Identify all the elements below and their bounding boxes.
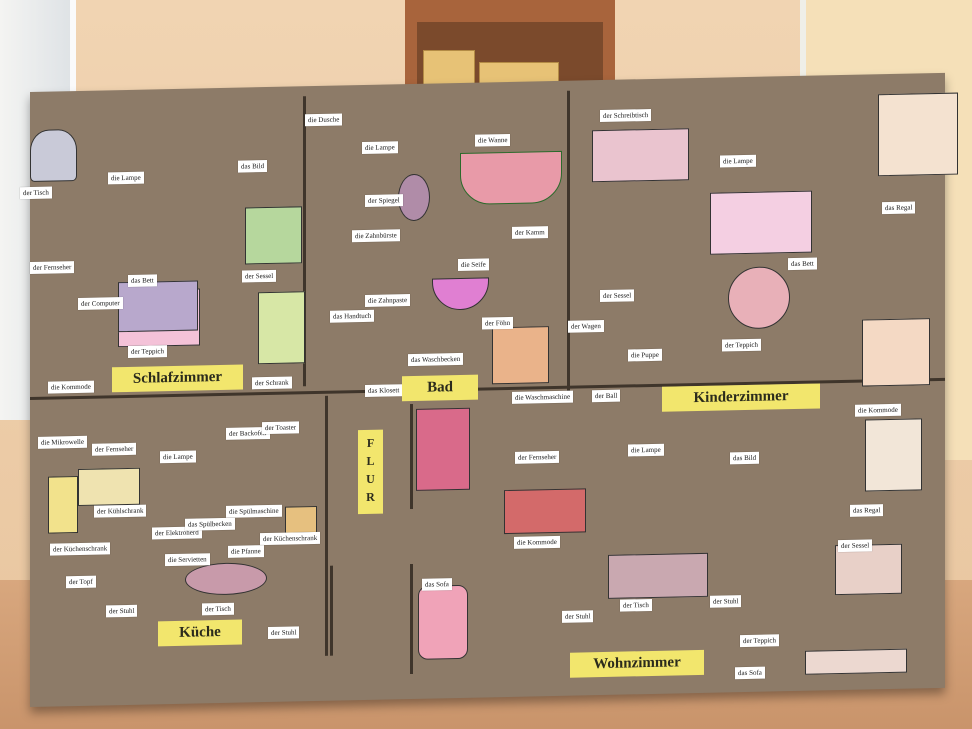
label-bild: das Bild bbox=[238, 160, 268, 173]
label-mikrowelle: die Mikrowelle bbox=[38, 435, 87, 449]
sofa-drawing bbox=[418, 584, 468, 660]
divider bbox=[410, 563, 413, 675]
shelf-drawing bbox=[878, 92, 958, 177]
label-kommode: die Kommode bbox=[855, 403, 901, 417]
label-spiegel: der Spiegel bbox=[365, 194, 403, 207]
label-wagen: der Wagen bbox=[568, 319, 604, 333]
kitchen-table-drawing bbox=[185, 562, 267, 596]
room-name-kinderzimmer: Kinderzimmer bbox=[662, 383, 820, 412]
label-seife: die Seife bbox=[458, 258, 489, 272]
label-fernseher: der Fernseher bbox=[30, 261, 75, 274]
label-topf: der Topf bbox=[66, 575, 96, 589]
label-kuechenschrank: der Küchenschrank bbox=[260, 531, 321, 546]
label-dusche: die Dusche bbox=[305, 113, 343, 127]
label-sofa: das Sofa bbox=[422, 578, 452, 591]
label-tisch: der Tisch bbox=[202, 602, 234, 616]
label-kamm: der Kamm bbox=[512, 226, 548, 239]
kitchen-cabinet-drawing bbox=[78, 467, 140, 506]
label-fernseher: der Fernseher bbox=[92, 442, 137, 456]
label-bett: das Bett bbox=[788, 257, 817, 271]
kids-bed-drawing bbox=[710, 190, 812, 255]
house-board: der Tisch die Lampe das Bild der Fernseh… bbox=[20, 72, 958, 707]
label-sessel: der Sessel bbox=[242, 269, 277, 283]
bathtub-drawing bbox=[460, 150, 562, 205]
label-handtuch: das Handtuch bbox=[330, 309, 375, 323]
label-kuehlschrank: der Kühlschrank bbox=[94, 504, 147, 518]
couch-drawing bbox=[805, 648, 907, 675]
label-schrank: der Schrank bbox=[252, 376, 292, 390]
label-zahnpaste: die Zahnpaste bbox=[365, 294, 411, 307]
room-name-schlafzimmer: Schlafzimmer bbox=[112, 364, 243, 393]
label-sessel: der Sessel bbox=[600, 289, 635, 303]
bookshelf-drawing bbox=[865, 418, 922, 492]
label-lampe: die Lampe bbox=[362, 141, 398, 155]
label-waschmaschine: die Waschmaschine bbox=[512, 390, 574, 404]
rug-drawing bbox=[118, 280, 198, 333]
label-lampe: die Lampe bbox=[108, 171, 144, 185]
label-kommode: die Kommode bbox=[48, 380, 94, 394]
table-drawing bbox=[30, 129, 77, 182]
label-stuhl: der Stuhl bbox=[106, 604, 138, 618]
dresser-drawing bbox=[862, 318, 930, 387]
armchair-drawing bbox=[245, 206, 302, 265]
mirror-drawing bbox=[398, 173, 430, 222]
label-teppich: der Teppich bbox=[722, 338, 762, 352]
label-lampe: die Lampe bbox=[160, 450, 196, 464]
label-bett: das Bett bbox=[128, 274, 157, 287]
room-name-wohnzimmer: Wohnzimmer bbox=[570, 649, 704, 678]
label-regal: das Regal bbox=[850, 504, 884, 517]
label-klosett: das Klosett bbox=[365, 384, 403, 397]
desk-drawing bbox=[592, 128, 689, 183]
coffee-table-drawing bbox=[608, 552, 708, 599]
label-pfanne: die Pfanne bbox=[228, 545, 264, 558]
label-regal: das Regal bbox=[882, 201, 916, 215]
washing-machine-drawing bbox=[492, 326, 549, 385]
fridge-drawing bbox=[48, 475, 78, 534]
label-servietten: die Servietten bbox=[165, 553, 210, 567]
label-waschbecken: das Waschbecken bbox=[408, 352, 464, 367]
sink-drawing bbox=[432, 277, 489, 311]
label-lampe: die Lampe bbox=[628, 443, 664, 457]
label-sofa-2: das Sofa bbox=[735, 666, 765, 680]
label-teppich: der Teppich bbox=[740, 634, 780, 648]
label-spuelmaschine: die Spülmaschine bbox=[226, 504, 282, 518]
divider bbox=[410, 403, 413, 510]
label-computer: der Computer bbox=[78, 297, 123, 310]
wardrobe-drawing bbox=[258, 291, 305, 365]
label-lampe: die Lampe bbox=[720, 154, 756, 168]
room-name-kueche: Küche bbox=[158, 619, 242, 647]
label-tisch: der Tisch bbox=[20, 186, 52, 200]
label-zahnbuerste: die Zahnbürste bbox=[352, 229, 400, 243]
room-name-bad: Bad bbox=[402, 374, 478, 402]
label-tisch: der Tisch bbox=[620, 598, 652, 612]
round-rug-drawing bbox=[728, 266, 790, 330]
label-teppich: der Teppich bbox=[128, 345, 168, 358]
label-stuhl-2: der Stuhl bbox=[710, 595, 742, 608]
label-toaster: der Toaster bbox=[262, 421, 300, 435]
label-kuehlschrank-2: der Küchenschrank bbox=[50, 542, 111, 556]
kitchen-cupboard-drawing bbox=[285, 505, 317, 534]
label-sessel: der Sessel bbox=[838, 539, 873, 553]
divider bbox=[567, 90, 570, 391]
label-wanne: die Wanne bbox=[475, 133, 511, 147]
divider bbox=[330, 565, 333, 656]
label-bild: das Bild bbox=[730, 451, 760, 465]
label-fernseher: der Fernseher bbox=[515, 450, 560, 464]
divider bbox=[325, 395, 328, 656]
label-schreibtisch: der Schreibtisch bbox=[600, 108, 652, 123]
label-stuhl: der Stuhl bbox=[562, 610, 594, 623]
label-puppe: die Puppe bbox=[628, 348, 662, 362]
label-foehn: der Föhn bbox=[482, 316, 514, 330]
label-stuhl-2: der Stuhl bbox=[268, 626, 300, 640]
cabinet-drawing bbox=[416, 407, 470, 491]
label-spuelbecken: das Spülbecken bbox=[185, 517, 235, 531]
label-ball: der Ball bbox=[592, 389, 621, 403]
label-kommode: die Kommode bbox=[514, 535, 560, 549]
dresser-drawing bbox=[504, 488, 586, 535]
